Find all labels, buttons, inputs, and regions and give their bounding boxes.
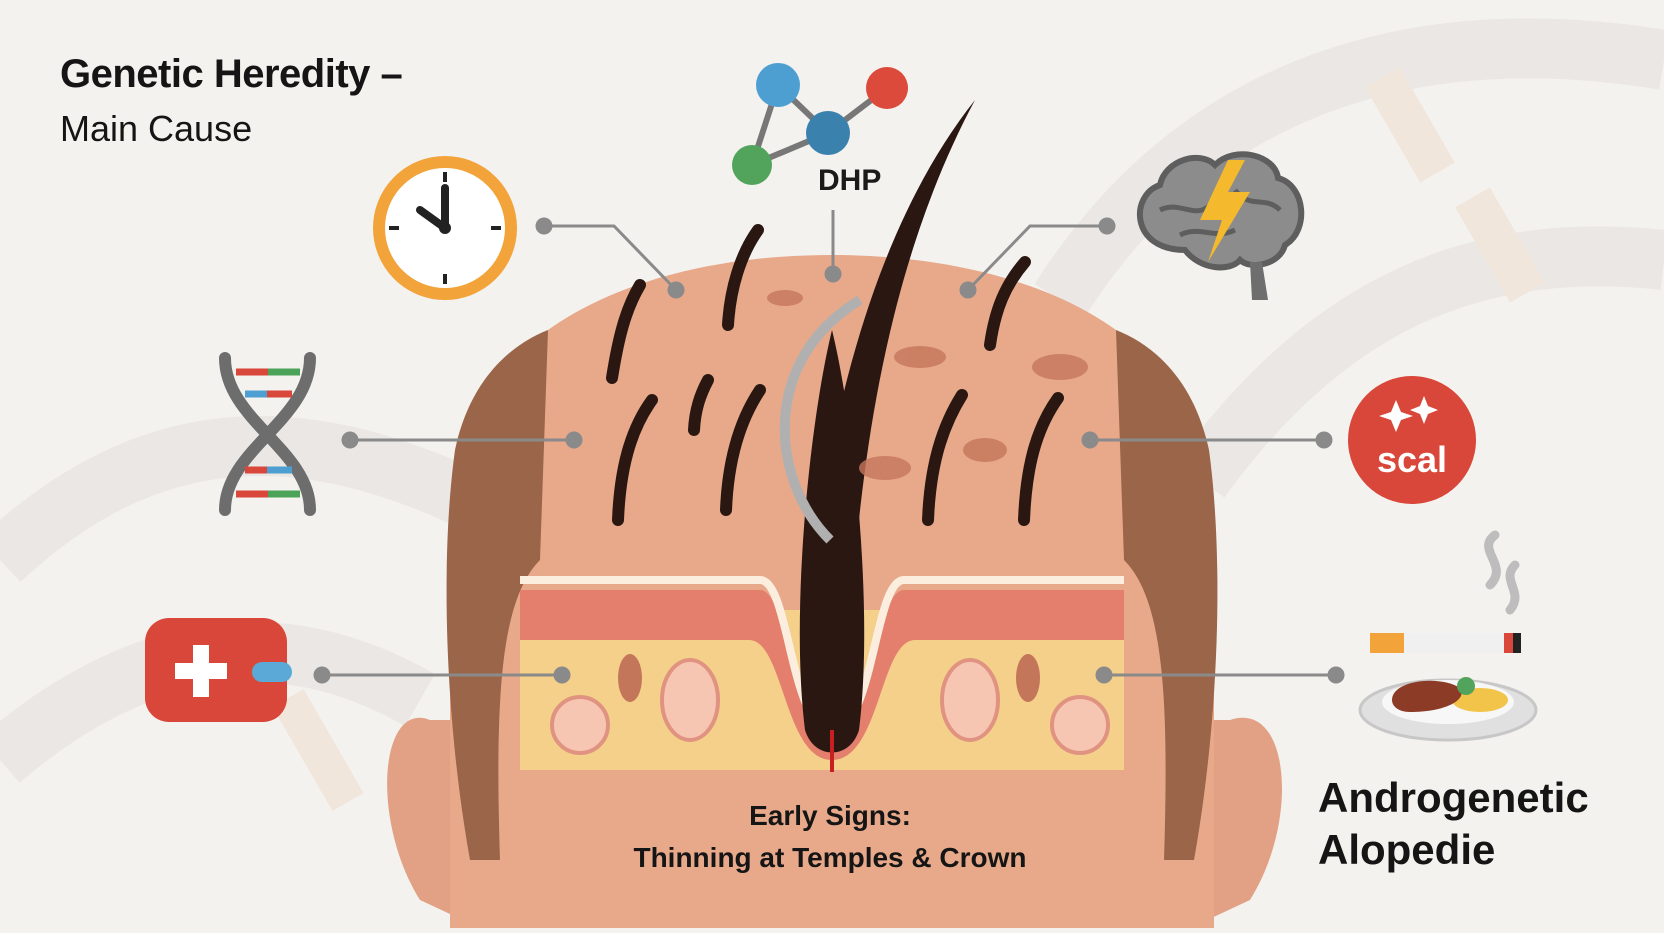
brain-lightning-icon (1136, 151, 1305, 300)
molecule-label: DHP (818, 164, 881, 197)
diagnosis-label: Androgenetic Alopedie (1318, 772, 1589, 876)
clock-icon (373, 156, 517, 300)
diagnosis-line-2: Alopedie (1318, 826, 1496, 873)
early-signs-heading: Early Signs: (749, 800, 911, 831)
scalp-badge-icon (1348, 376, 1476, 504)
medical-kit-icon (145, 618, 292, 722)
food-plate-icon (1358, 677, 1538, 742)
hair-side-left (446, 330, 548, 860)
hair-side-right (1116, 330, 1218, 860)
early-signs-detail: Thinning at Temples & Crown (633, 842, 1027, 873)
head-illustration (387, 100, 1283, 928)
scalp-badge-label: scal (1377, 439, 1447, 480)
long-hair (808, 100, 975, 600)
molecule-icon (732, 63, 908, 185)
cigarette-icon (1370, 530, 1521, 653)
hair-strands (606, 224, 1064, 526)
page-subtitle: Main Cause (60, 108, 253, 149)
page-title: Genetic Heredity – (60, 52, 403, 96)
dermis-layer (520, 590, 1124, 760)
fat-cells (550, 658, 1110, 755)
connector-lines (313, 210, 1345, 684)
diagnosis-line-1: Androgenetic (1318, 774, 1589, 821)
dna-icon (219, 352, 316, 516)
early-signs-caption: Early Signs: Thinning at Temples & Crown (560, 795, 1100, 879)
